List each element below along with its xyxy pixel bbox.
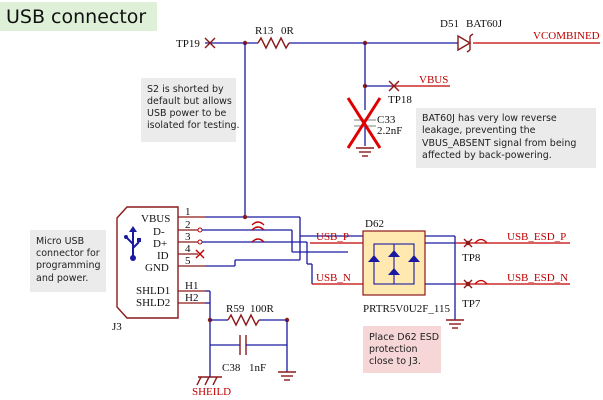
net-usb-p-label: USB_P xyxy=(316,231,349,243)
note-s2-line: S2 is shorted by xyxy=(147,84,224,95)
j3-pin-number: 5 xyxy=(185,255,191,267)
tp19-label: TP19 xyxy=(176,38,200,50)
c38-ref-label: C38 xyxy=(222,362,241,374)
title-background xyxy=(0,2,157,31)
d51-value-label: BAT60J xyxy=(466,18,503,30)
j3-pin-number: 3 xyxy=(185,231,191,243)
c33-value-label: 2.2nF xyxy=(377,125,402,137)
note-micro-usb-line: Micro USB xyxy=(36,236,84,247)
note-d62-line: protection xyxy=(369,344,418,355)
note-s2-line: USB power to be xyxy=(147,108,226,119)
j3-pin-number: H2 xyxy=(185,292,198,304)
note-bat60j-line: BAT60J has very low reverse xyxy=(422,113,557,124)
net-usb-esd-n-label: USB_ESD_N xyxy=(507,272,568,284)
note-micro-usb: Micro USB connector for programming and … xyxy=(30,230,106,292)
j3-pin-name: ID xyxy=(157,250,169,262)
tp7-label: TP7 xyxy=(462,298,481,310)
r13-value-label: 0R xyxy=(281,25,295,37)
r59-ref-label: R59 xyxy=(226,303,245,315)
note-bat60j-line: affected by back-powering. xyxy=(422,150,552,161)
id-no-connect-icon xyxy=(195,249,205,259)
r13-resistor: R13 0R xyxy=(255,25,295,50)
net-vbus-label: VBUS xyxy=(419,74,448,86)
j3-pin-number: 1 xyxy=(185,206,191,218)
r59-value-label: 100R xyxy=(250,303,275,315)
c38-value-label: 1nF xyxy=(249,362,266,374)
note-d62-line: Place D62 ESD xyxy=(369,332,439,343)
usb-icon xyxy=(124,226,141,261)
j3-ref-label: J3 xyxy=(112,321,122,333)
tp18-test-point: TP18 xyxy=(388,80,412,106)
r13-ref-label: R13 xyxy=(255,25,274,37)
net-vcombined-label: VCOMBINED xyxy=(533,30,600,42)
c33-capacitor-dnp: C33 2.2nF xyxy=(346,97,402,149)
tp19-test-point: TP19 xyxy=(176,37,258,50)
tp8-label: TP8 xyxy=(462,252,481,264)
j3-pin-name: D+ xyxy=(153,238,167,250)
j3-pin-name: D- xyxy=(153,226,165,238)
j3-pin-number: 4 xyxy=(185,243,191,255)
note-d62: Place D62 ESD protection close to J3. xyxy=(363,326,441,373)
tp18-label: TP18 xyxy=(388,94,412,106)
note-micro-usb-line: programming xyxy=(36,260,101,271)
note-s2: S2 is shorted by default but allows USB … xyxy=(141,78,240,142)
j3-pin-number: 2 xyxy=(185,219,191,231)
note-d62-line: close to J3. xyxy=(369,356,421,367)
note-micro-usb-line: connector for xyxy=(36,248,100,259)
ground-symbol-shield-network xyxy=(278,371,296,381)
schematic-title: USB connector xyxy=(6,6,146,28)
j3-pin-name: GND xyxy=(145,262,169,274)
ground-symbol-d62 xyxy=(446,319,464,329)
tp7-test-point: TP7 xyxy=(462,279,481,310)
j3-pin-name: SHLD2 xyxy=(136,297,170,309)
note-bat60j-line: VBUS_ABSENT signal from being xyxy=(422,138,576,149)
net-usb-esd-p-label: USB_ESD_P xyxy=(507,231,566,243)
c38-capacitor: C38 1nF xyxy=(222,335,266,374)
r59-resistor: R59 100R xyxy=(226,303,275,327)
note-bat60j: BAT60J has very low reverse leakage, pre… xyxy=(416,108,596,168)
d51-ref-label: D51 xyxy=(440,18,459,30)
net-usb-n-label: USB_N xyxy=(316,272,351,284)
j3-micro-usb-connector: VBUS D- D+ ID GND SHLD1 SHLD2 J3 xyxy=(112,206,179,333)
j3-pin-number: H1 xyxy=(185,280,198,292)
d62-esd-protection: D62 PRTR5V0U2F_115 xyxy=(362,218,450,315)
c33-ref-label: C33 xyxy=(377,114,396,126)
j3-pin-name: VBUS xyxy=(141,213,170,225)
d51-diode: D51 BAT60J xyxy=(440,18,503,53)
shield-net-label: SHEILD xyxy=(192,386,231,398)
ground-symbol-c33 xyxy=(356,147,374,157)
note-s2-line: isolated for testing. xyxy=(147,120,240,131)
note-micro-usb-line: and power. xyxy=(36,273,88,284)
j3-pin-name: SHLD1 xyxy=(136,285,170,297)
note-s2-line: default but allows xyxy=(147,96,232,107)
d62-part-label: PRTR5V0U2F_115 xyxy=(363,303,450,315)
tp8-test-point: TP8 xyxy=(462,238,481,264)
d62-ref-label: D62 xyxy=(365,218,384,230)
shield-chassis-ground-symbol: SHEILD xyxy=(192,372,231,398)
note-bat60j-line: leakage, preventing the xyxy=(422,125,536,136)
